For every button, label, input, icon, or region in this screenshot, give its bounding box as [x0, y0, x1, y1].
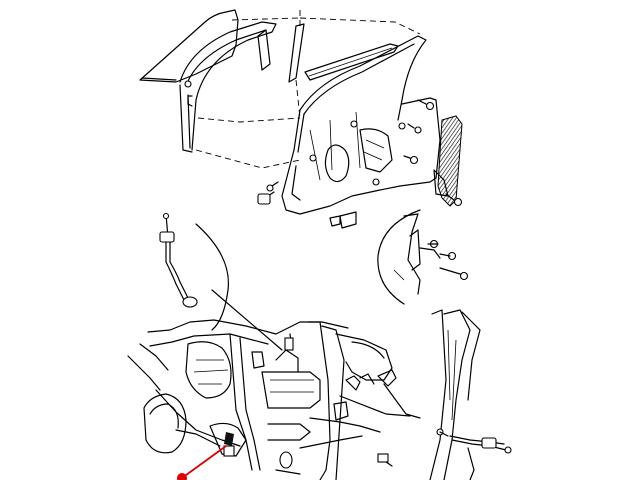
red-leader-line — [177, 445, 227, 480]
b-pillar-lower — [307, 321, 411, 480]
right-body-pillar — [429, 309, 512, 480]
actuator-rod — [159, 212, 198, 308]
door-handle-latch — [329, 211, 357, 229]
door-seal-strip — [433, 115, 463, 207]
red-callout-dot — [177, 473, 187, 480]
detail-callout-left — [195, 223, 283, 351]
window-glass — [139, 9, 239, 83]
fasteners-upper — [257, 99, 463, 207]
guide-pin — [184, 80, 193, 107]
detail-callout-right — [377, 209, 469, 419]
glass-run-channel — [179, 21, 305, 153]
door-frame — [281, 35, 441, 215]
lower-door-inner-panel — [127, 319, 393, 475]
belt-molding — [304, 43, 399, 81]
